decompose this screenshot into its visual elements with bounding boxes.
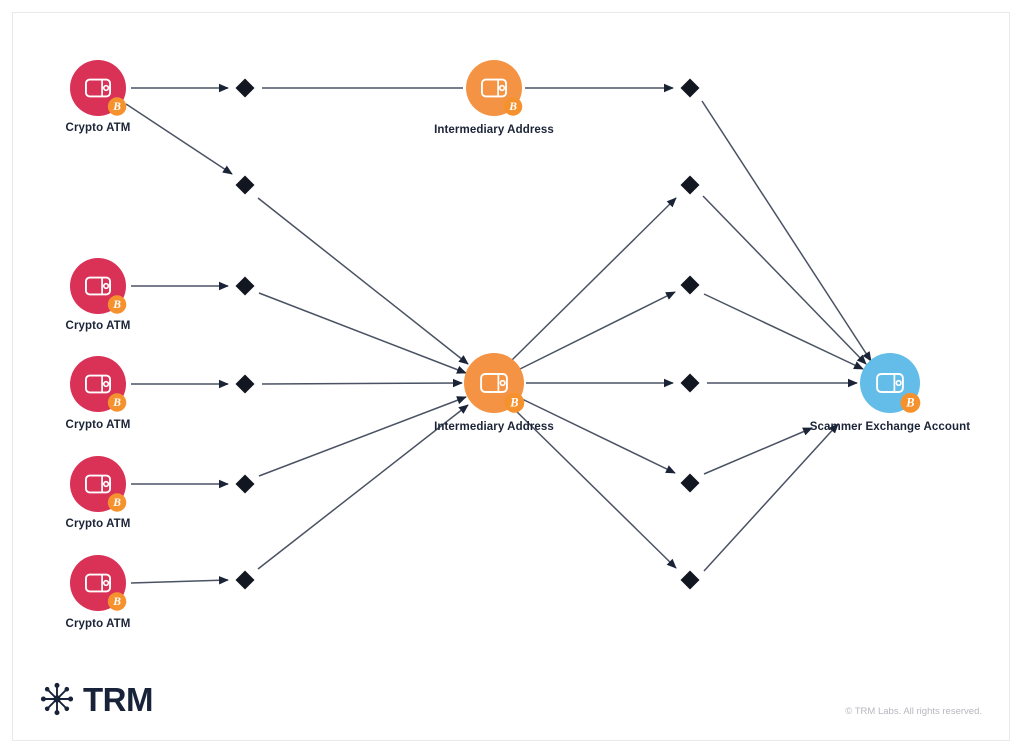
svg-text:B: B (112, 596, 121, 608)
node-crypto-atm[interactable]: B (70, 60, 127, 116)
hop-node[interactable] (235, 474, 255, 494)
flow-edge (258, 292, 467, 374)
hop-node[interactable] (680, 78, 700, 98)
bitcoin-badge-icon: B (107, 295, 127, 314)
bitcoin-badge-icon: B (504, 392, 525, 413)
node-intermediary-address[interactable]: B (464, 353, 525, 413)
svg-text:B: B (112, 101, 121, 113)
flow-edge (519, 291, 676, 370)
hop-node[interactable] (680, 275, 700, 295)
hop-nodes-layer (235, 78, 700, 590)
svg-text:B: B (509, 396, 518, 410)
flow-edge (258, 396, 467, 477)
svg-text:B: B (112, 299, 121, 311)
flow-edge (511, 406, 677, 569)
svg-text:B: B (508, 101, 517, 113)
node-label-crypto-atm: Crypto ATM (65, 122, 131, 134)
flow-edge (125, 103, 233, 175)
node-crypto-atm[interactable]: B (70, 356, 127, 412)
brand-lockup: TRM (40, 682, 153, 716)
wallet-bitcoin-icon (876, 373, 904, 393)
bitcoin-badge-icon: B (900, 392, 921, 413)
hop-node[interactable] (235, 78, 255, 98)
flow-edge (261, 378, 463, 388)
node-label-crypto-atm: Crypto ATM (65, 618, 131, 630)
svg-text:B: B (112, 497, 121, 509)
hop-node[interactable] (680, 175, 700, 195)
flow-edge (257, 197, 469, 365)
flow-edge (703, 293, 864, 370)
entity-nodes-layer: B B B B B B B B (70, 60, 921, 611)
flow-edge (511, 197, 677, 361)
hop-node[interactable] (235, 276, 255, 296)
wallet-bitcoin-icon (85, 78, 111, 98)
trm-snowflake-logo (40, 682, 74, 716)
bitcoin-badge-icon: B (107, 97, 127, 116)
node-label-intermediary-address: Intermediary Address (434, 421, 554, 433)
flow-edge (703, 423, 839, 572)
flow-edge (702, 195, 867, 365)
svg-text:B: B (112, 397, 121, 409)
node-scammer-exchange-account[interactable]: B (860, 353, 921, 413)
flow-edge (257, 404, 469, 570)
wallet-bitcoin-icon (85, 374, 111, 394)
node-label-scammer-exchange-account: Scammer Exchange Account (809, 421, 971, 433)
hop-node[interactable] (235, 175, 255, 195)
flow-edge (701, 100, 872, 362)
node-crypto-atm[interactable]: B (70, 456, 127, 512)
wallet-bitcoin-icon (85, 573, 111, 593)
wallet-bitcoin-icon (85, 276, 111, 296)
node-intermediary-address[interactable]: B (466, 60, 523, 116)
node-crypto-atm[interactable]: B (70, 258, 127, 314)
hop-node[interactable] (680, 570, 700, 590)
hop-node[interactable] (680, 373, 700, 393)
wallet-bitcoin-icon (85, 474, 111, 494)
hop-node[interactable] (680, 473, 700, 493)
node-label-crypto-atm: Crypto ATM (65, 419, 131, 431)
wallet-bitcoin-icon (480, 373, 508, 393)
svg-text:B: B (905, 396, 914, 410)
hop-node[interactable] (235, 570, 255, 590)
flow-edge (130, 576, 229, 585)
bitcoin-badge-icon: B (503, 97, 523, 116)
bitcoin-badge-icon: B (107, 393, 127, 412)
node-label-intermediary-address: Intermediary Address (434, 124, 554, 136)
brand-name: TRM (83, 680, 153, 718)
node-crypto-atm[interactable]: B (70, 555, 127, 611)
flow-edge (519, 397, 676, 474)
bitcoin-badge-icon: B (107, 592, 127, 611)
bitcoin-badge-icon: B (107, 493, 127, 512)
node-label-crypto-atm: Crypto ATM (65, 518, 131, 530)
hop-node[interactable] (235, 374, 255, 394)
copyright-text: © TRM Labs. All rights reserved. (845, 706, 982, 717)
node-label-crypto-atm: Crypto ATM (65, 320, 131, 332)
flow-edge (703, 427, 813, 475)
edges-layer (125, 83, 872, 585)
wallet-bitcoin-icon (481, 78, 507, 98)
